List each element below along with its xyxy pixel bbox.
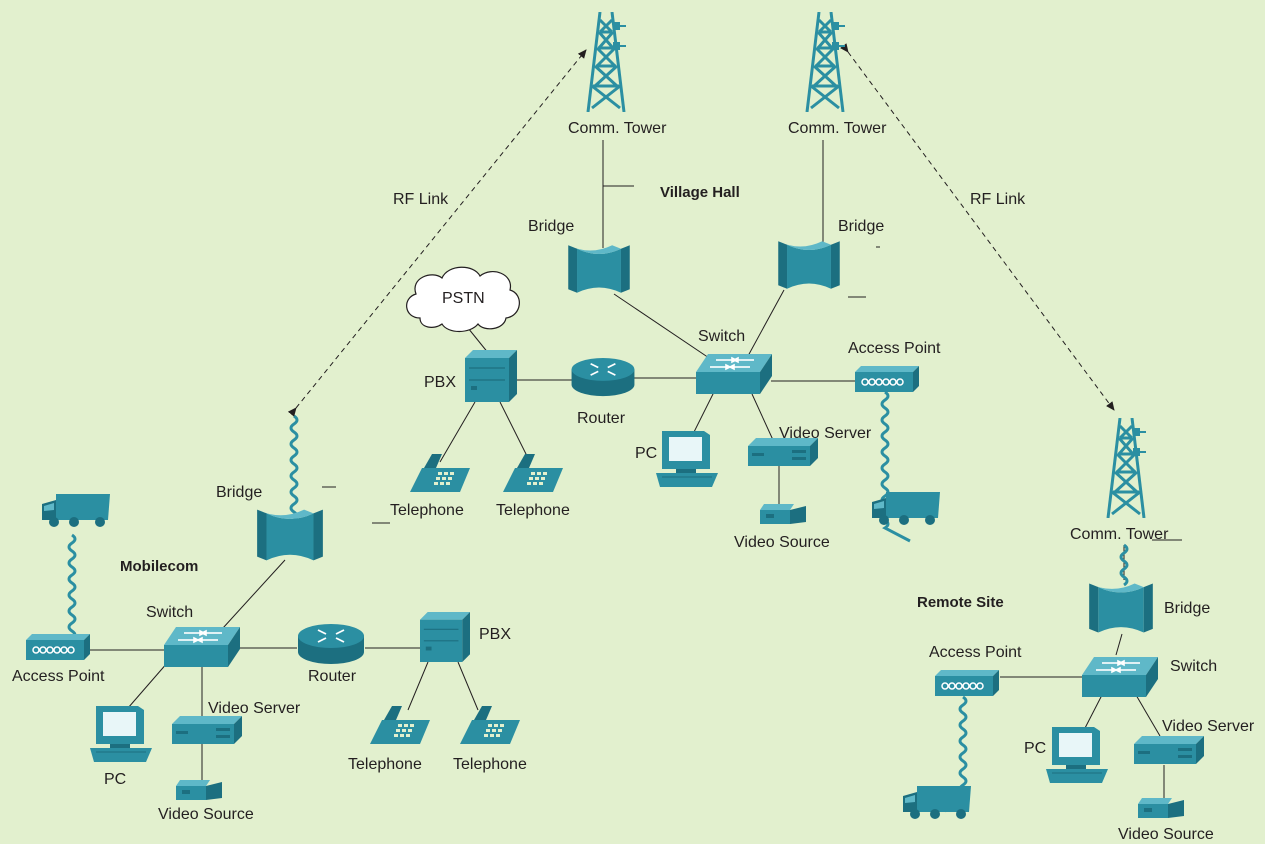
pstn-cloud-icon (406, 266, 520, 333)
vs-rs-label: Video Server (1162, 718, 1255, 735)
switch-rs-label: Switch (1170, 658, 1218, 675)
router-mc-label: Router (308, 668, 357, 685)
bridge-vh-left-label: Bridge (528, 218, 575, 235)
pc-icon (1046, 727, 1108, 783)
pbx-mc-label: PBX (479, 626, 512, 643)
tower-icon (805, 12, 845, 112)
vsrc-mc-label: Video Source (158, 806, 254, 823)
tel-mc-2-label: Telephone (453, 756, 527, 773)
video-server-icon (172, 716, 242, 744)
ap-vh-label: Access Point (848, 340, 941, 357)
pc-rs-label: PC (1024, 740, 1047, 757)
video-server-icon (1134, 736, 1204, 764)
telephone-icon (503, 454, 563, 492)
vs-vh-label: Video Server (779, 425, 872, 442)
tower-remote-label: Comm. Tower (1070, 526, 1169, 543)
camera-icon (760, 504, 806, 524)
telephone-icon (410, 454, 470, 492)
truck-icon (42, 494, 110, 527)
pbx-vh-label: PBX (424, 374, 457, 391)
pc-icon (656, 431, 718, 487)
switch-mc-label: Switch (146, 604, 194, 621)
access-point-icon (26, 634, 90, 660)
rf-link-lines (287, 43, 1115, 417)
bridge-vh-right-label: Bridge (838, 218, 885, 235)
switch-vh-label: Switch (698, 328, 746, 345)
pbx-icon (420, 612, 470, 662)
camera-icon (1138, 798, 1184, 818)
pstn-label: PSTN (442, 290, 485, 307)
router-vh-label: Router (577, 410, 626, 427)
router-icon (298, 624, 364, 665)
access-point-icon (855, 366, 919, 392)
telephone-icon (370, 706, 430, 744)
switch-icon (696, 353, 772, 394)
vs-mc-label: Video Server (208, 700, 301, 717)
tel-vh-2-label: Telephone (496, 502, 570, 519)
pc-mc-label: PC (104, 771, 127, 788)
site-remote-site: Remote Site (917, 594, 1004, 611)
tel-mc-1-label: Telephone (348, 756, 422, 773)
tower-right-label: Comm. Tower (788, 120, 887, 137)
bridge-icon (778, 241, 840, 289)
ap-mc-label: Access Point (12, 668, 105, 685)
site-mobilecom: Mobilecom (120, 558, 199, 575)
rf-link-left-label: RF Link (393, 191, 449, 208)
bridge-rs-label: Bridge (1164, 600, 1211, 617)
pbx-icon (465, 350, 517, 402)
switch-icon (1082, 656, 1158, 697)
telephone-icon (460, 706, 520, 744)
bridge-mc-label: Bridge (216, 484, 263, 501)
router-icon (571, 358, 635, 397)
camera-icon (176, 780, 222, 800)
vsrc-rs-label: Video Source (1118, 826, 1214, 843)
site-village-hall: Village Hall (660, 184, 740, 201)
tower-left-label: Comm. Tower (568, 120, 667, 137)
vsrc-vh-label: Video Source (734, 534, 830, 551)
tower-icon (1106, 418, 1146, 518)
rf-link-right-label: RF Link (970, 191, 1026, 208)
bridge-icon (568, 245, 630, 293)
pc-icon (90, 706, 152, 762)
switch-icon (164, 626, 240, 667)
bridge-icon (257, 509, 323, 561)
ap-rs-label: Access Point (929, 644, 1022, 661)
bridge-icon (1089, 583, 1153, 633)
pc-vh-label: PC (635, 445, 658, 462)
tower-icon (586, 12, 626, 112)
truck-icon (903, 786, 971, 819)
access-point-icon (935, 670, 999, 696)
tel-vh-1-label: Telephone (390, 502, 464, 519)
